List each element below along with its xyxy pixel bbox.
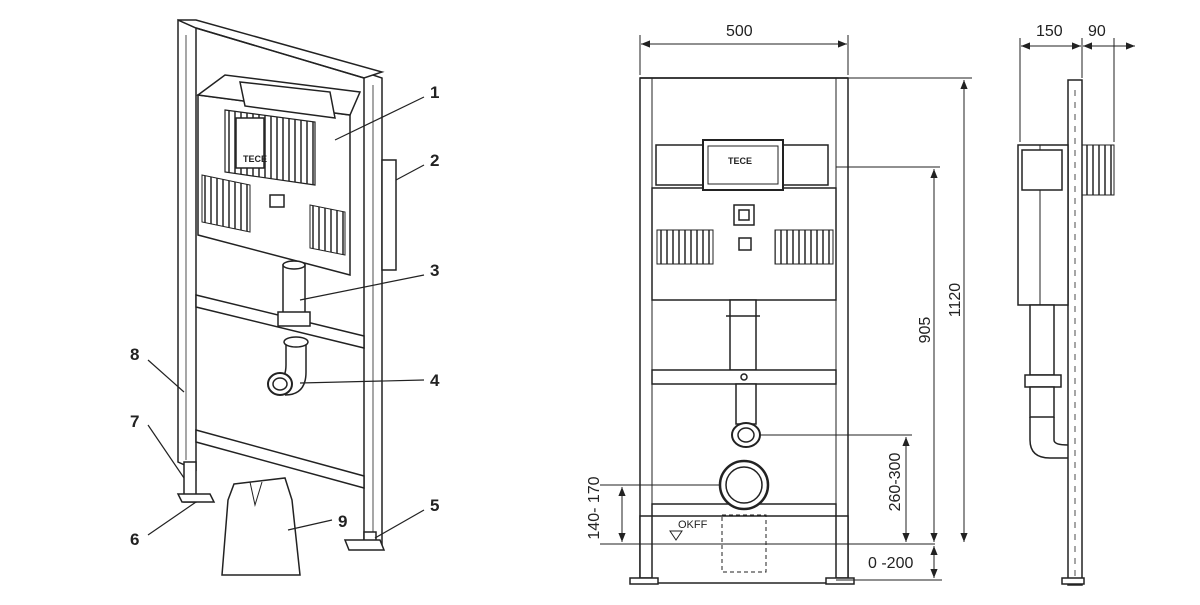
side-bracket (381, 159, 397, 271)
protective-bag (221, 477, 301, 576)
callout-leaders (147, 96, 425, 539)
brand-logo-iso: TECE (243, 154, 267, 164)
front-dimension-lines (600, 35, 972, 581)
callout-5: 5 (430, 496, 439, 515)
brand-logo-front: TECE (728, 156, 752, 166)
floor-marker-label: OKFF (678, 519, 708, 531)
dim-depth-extra: 90 (1088, 23, 1106, 40)
callout-6: 6 (130, 530, 139, 549)
dim-depth-frame: 150 (1036, 23, 1063, 40)
callout-2: 2 (430, 151, 439, 170)
left-foot (176, 493, 216, 503)
callout-7: 7 (130, 412, 139, 431)
bottom-rail (195, 429, 365, 489)
dim-height-total: 1120 (947, 283, 964, 318)
left-upright (177, 18, 197, 472)
right-foot (343, 539, 386, 551)
side-dimension-lines (1019, 38, 1135, 142)
callout-4: 4 (430, 371, 440, 390)
callout-8: 8 (130, 345, 139, 364)
dim-drain-height: 260-300 (887, 453, 904, 512)
dim-height-button: 905 (917, 317, 934, 344)
dim-foot-adjust: 0 -200 (868, 555, 913, 572)
dim-inlet-height: 140- 170 (586, 476, 603, 539)
callout-9: 9 (338, 512, 347, 531)
front-view (600, 77, 935, 585)
callout-1: 1 (430, 83, 439, 102)
side-view (1017, 79, 1115, 586)
callout-3: 3 (430, 261, 439, 280)
dim-width: 500 (726, 23, 753, 40)
isometric-view (176, 18, 397, 576)
side-actuator (1081, 144, 1115, 196)
